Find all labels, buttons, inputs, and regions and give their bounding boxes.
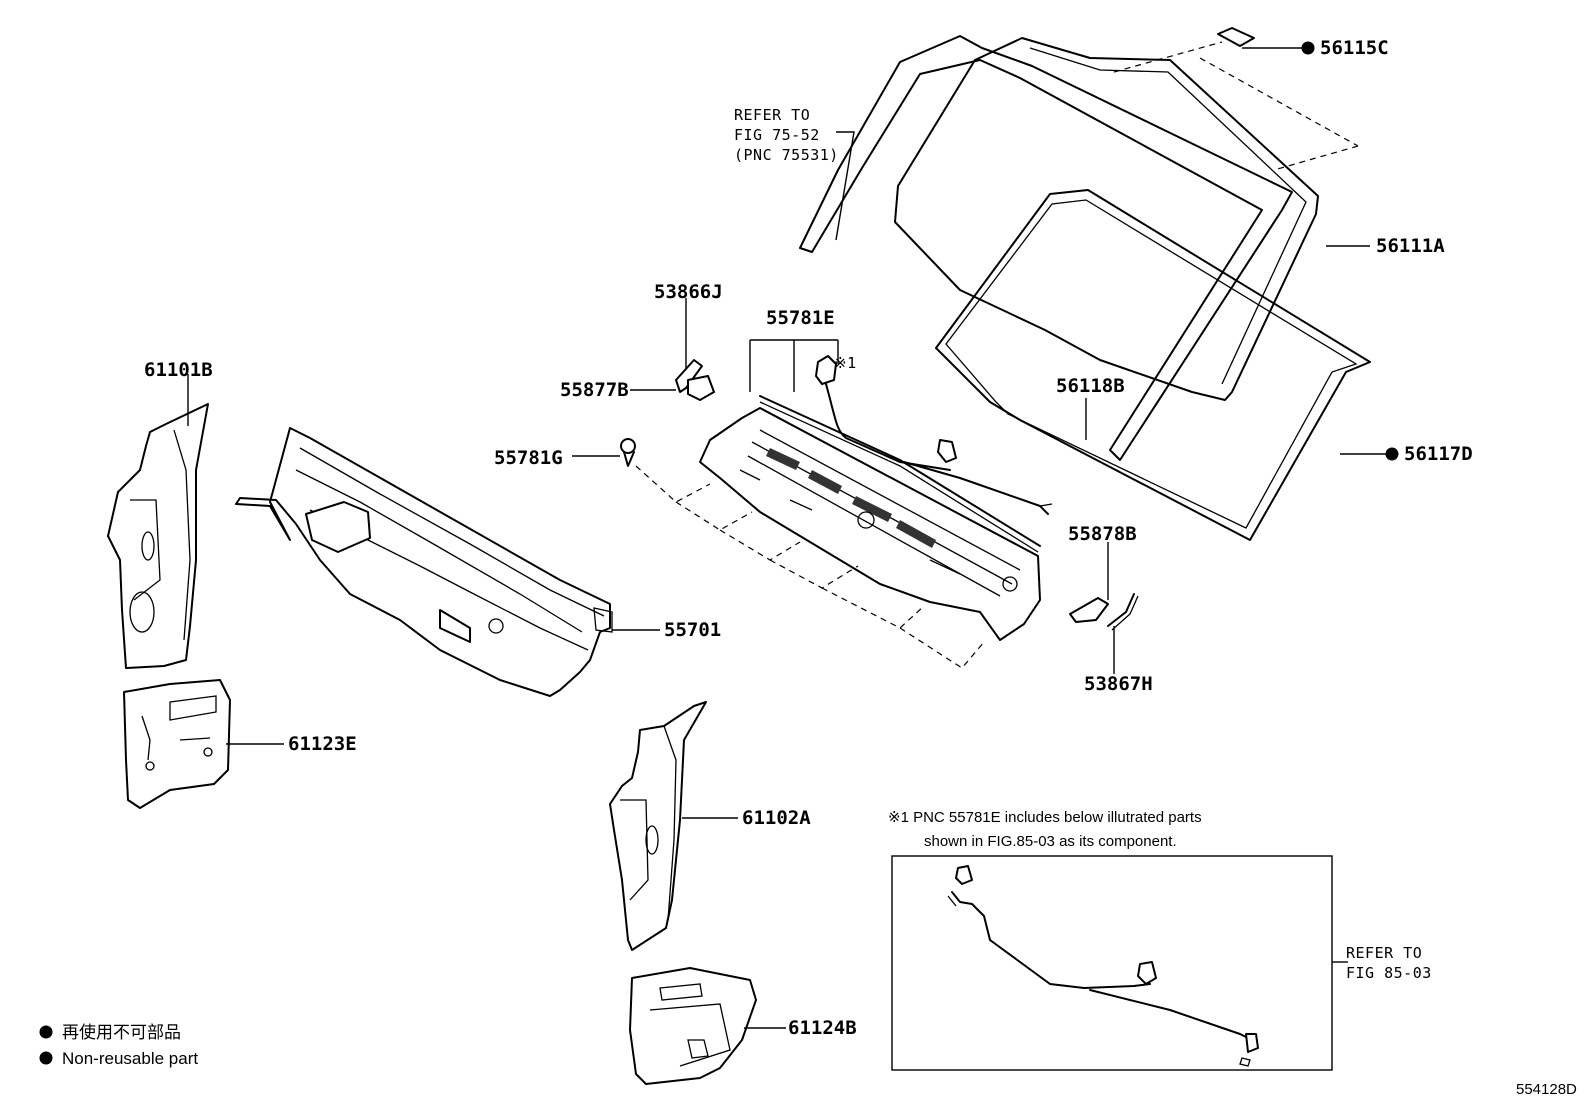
stopper-56115C-drawing: [1217, 27, 1255, 47]
washer-hose-drawing: [815, 355, 1053, 515]
bracket-53866J-drawing: [675, 359, 703, 393]
windshield-molding-drawing: [799, 35, 1293, 461]
diagram-code: 554128D: [1516, 1081, 1577, 1098]
legend-bullet-icon: [39, 1025, 53, 1039]
bracket-55878B-drawing: [1069, 597, 1109, 623]
label-56111A: 56111A: [1376, 235, 1445, 257]
bracket-53867H-drawing: [1107, 593, 1139, 631]
refer-top-line3: (PNC 75531): [734, 146, 839, 164]
label-55701: 55701: [664, 619, 721, 641]
note-mark: ※1: [834, 354, 857, 372]
label-55878B: 55878B: [1068, 523, 1137, 545]
label-56118B: 56118B: [1056, 375, 1125, 397]
legend-jp: 再使用不可部品: [62, 1022, 181, 1042]
pillar-61101B-drawing: [107, 403, 209, 669]
legend-en: Non-reusable part: [62, 1049, 198, 1068]
refer-box-line2: FIG 85-03: [1346, 964, 1432, 982]
label-56115C: 56115C: [1320, 37, 1389, 59]
label-56117D: 56117D: [1404, 443, 1473, 465]
bracket-55877B-drawing: [687, 375, 715, 401]
legend-bullet-icon: [39, 1051, 53, 1065]
note-line1: ※1 PNC 55781E includes below illutrated …: [888, 809, 1202, 826]
label-55877B: 55877B: [560, 379, 629, 401]
refer-top-line2: FIG 75-52: [734, 126, 820, 144]
windshield-glass-drawing: [894, 37, 1319, 401]
clip-55781G-drawing: [620, 438, 636, 467]
refer-box-line1: REFER TO: [1346, 944, 1422, 962]
note-line2: shown in FIG.85-03 as its component.: [924, 833, 1177, 850]
panel-61124B-drawing: [629, 967, 757, 1085]
label-61101B: 61101B: [144, 359, 213, 381]
cowl-panel-drawing: [235, 427, 613, 697]
pillar-61102A-drawing: [609, 701, 707, 951]
cowl-louver-drawing: [699, 395, 1041, 641]
label-61102A: 61102A: [742, 807, 811, 829]
panel-61123E-drawing: [123, 679, 231, 809]
detail-box: [891, 855, 1333, 1071]
label-53866J: 53866J: [654, 281, 723, 303]
label-61123E: 61123E: [288, 733, 357, 755]
windshield-dam-drawing: [935, 189, 1371, 541]
label-55781G: 55781G: [494, 447, 563, 469]
label-55781E: 55781E: [766, 307, 835, 329]
refer-top-line1: REFER TO: [734, 106, 810, 124]
label-61124B: 61124B: [788, 1017, 857, 1039]
label-53867H: 53867H: [1084, 673, 1153, 695]
